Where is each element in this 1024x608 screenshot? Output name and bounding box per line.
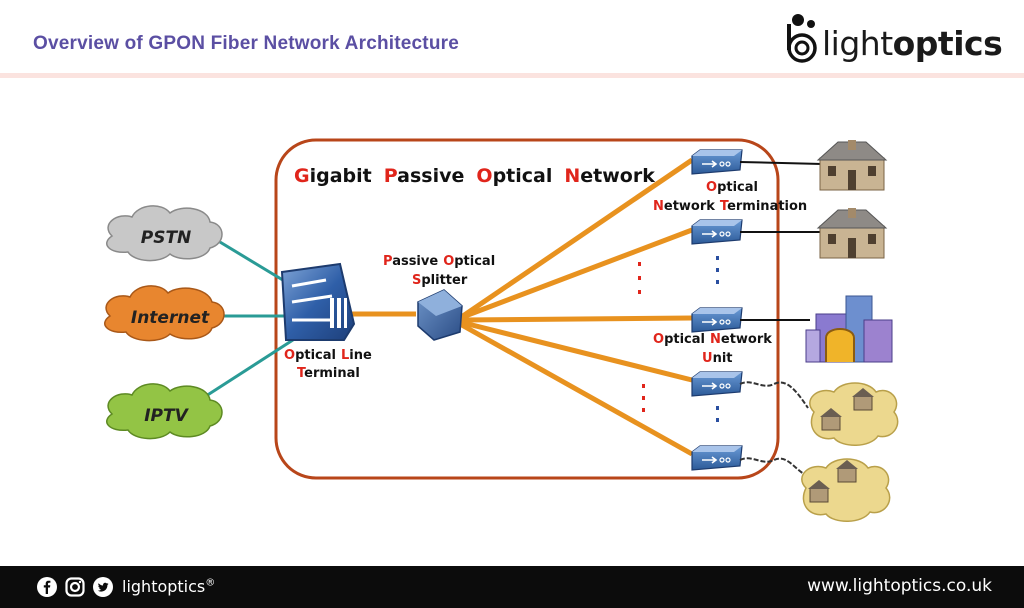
splitter-label-line1: Passive Optical [383, 254, 495, 269]
endpoint-devices [691, 149, 743, 471]
cloud-pstn [106, 205, 223, 262]
fiber-onu-2 [459, 319, 693, 383]
onu-device [691, 307, 743, 333]
label-word: ptical [717, 180, 758, 195]
olt-label-line2: Terminal [297, 366, 360, 381]
label-word: plitter [421, 273, 467, 288]
footer-brand-name: lightoptics [122, 577, 206, 596]
link-neighborhood-1 [739, 381, 809, 409]
service-label-iptv: IPTV [144, 406, 189, 426]
house-icon [816, 208, 888, 259]
label-initial: T [720, 199, 729, 214]
label-initial: O [284, 348, 295, 363]
neighborhood-cloud-icon [801, 458, 891, 522]
cloud-iptv [106, 383, 223, 440]
ont-device [691, 149, 743, 175]
ellipsis-blue-1 [716, 256, 719, 284]
link-house-1 [739, 161, 823, 165]
footer-website-link[interactable]: www.lightoptics.co.uk [807, 576, 992, 596]
logo-mark-icon [787, 14, 817, 63]
facebook-icon[interactable] [37, 577, 57, 597]
label-word: ine [349, 348, 372, 363]
label-word: assive [397, 165, 464, 187]
service-label-pstn: PSTN [141, 228, 192, 248]
onu-device [691, 371, 743, 397]
label-word: assive [392, 254, 438, 269]
label-initial: O [443, 254, 454, 269]
olt-label-line1: Optical Line [284, 348, 372, 363]
ellipsis-red-2 [642, 384, 645, 412]
label-initial: T [297, 366, 306, 381]
footer-brand[interactable]: lightoptics® [122, 577, 215, 596]
label-initial: N [653, 199, 664, 214]
logo-wordmark: lightoptics [822, 24, 1003, 63]
fiber-ont-2 [459, 227, 693, 321]
fiber-onu-1 [459, 315, 693, 323]
ont-device [691, 219, 743, 245]
network-boundary [274, 138, 780, 480]
label-word: ptical [493, 165, 553, 187]
label-word: igabit [310, 165, 372, 187]
label-word: etwork [580, 165, 655, 187]
link-iptv [205, 336, 297, 398]
label-word: erminal [304, 366, 360, 381]
logo-text-bold: optics [892, 24, 1003, 63]
onu-label-line2: Unit [702, 351, 733, 366]
service-label-internet: Internet [131, 308, 210, 328]
ellipsis-red-1 [638, 262, 641, 294]
cloud-internet [104, 285, 225, 342]
twitter-icon[interactable] [93, 577, 113, 597]
label-initial: O [476, 165, 492, 187]
label-initial: P [383, 254, 392, 269]
distribution-fibers [458, 157, 694, 457]
neighborhood-cloud-icon [809, 382, 899, 446]
label-initial: N [564, 165, 580, 187]
fiber-onu-3 [458, 321, 694, 457]
onu-device [691, 445, 743, 471]
splitter-label-line2: Splitter [412, 273, 468, 288]
olt-device [280, 262, 356, 341]
logo-text-light: light [822, 24, 893, 63]
footer-brand-mark: ® [205, 577, 216, 589]
ont-label-line1: Optical [706, 180, 758, 195]
label-initial: L [341, 348, 349, 363]
label-word: ptical [664, 332, 705, 347]
onu-label-line1: Optical Network [653, 332, 772, 347]
label-initial: G [294, 165, 310, 187]
page-title: Overview of GPON Fiber Network Architect… [33, 33, 460, 54]
label-word: etwork [664, 199, 715, 214]
ellipsis-blue-2 [716, 406, 719, 422]
ont-label-line2: Network Termination [653, 199, 807, 214]
label-initial: U [702, 351, 713, 366]
office-building-icon [805, 295, 893, 363]
fiber-ont-1 [458, 157, 694, 321]
label-word: etwork [721, 332, 772, 347]
footer-bar: lightoptics® www.lightoptics.co.uk [0, 566, 1024, 608]
splitter-device [417, 289, 463, 341]
label-initial: O [653, 332, 664, 347]
network-title: Gigabit Passive Optical Network [294, 165, 655, 187]
house-icon [816, 140, 888, 191]
label-word: ptical [295, 348, 336, 363]
instagram-icon[interactable] [65, 577, 85, 597]
label-initial: S [412, 273, 421, 288]
link-neighborhood-2 [739, 457, 805, 475]
label-word: ermination [727, 199, 807, 214]
label-initial: N [710, 332, 721, 347]
label-word: nit [713, 351, 733, 366]
label-word: ptical [454, 254, 495, 269]
header-divider [0, 73, 1024, 78]
lightoptics-logo[interactable]: lightoptics [784, 10, 1004, 70]
label-initial: P [384, 165, 398, 187]
label-initial: O [706, 180, 717, 195]
